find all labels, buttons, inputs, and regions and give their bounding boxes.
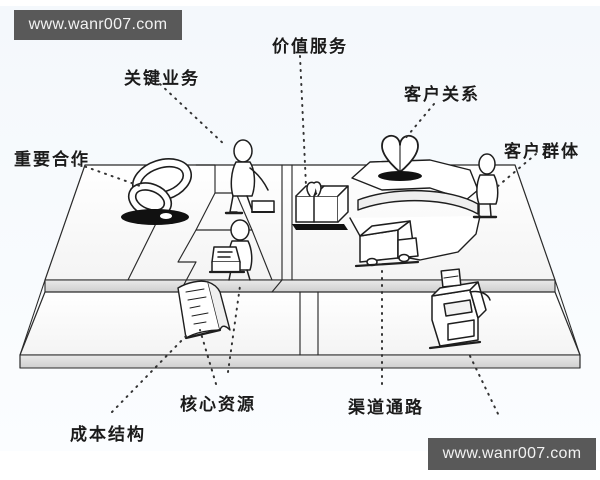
label-value-propositions: 价值服务 <box>272 37 348 57</box>
label-channels: 渠道通路 <box>348 398 424 418</box>
worker-figure-icon <box>224 139 275 215</box>
gift-box-icon <box>292 181 349 230</box>
interlocking-rings-icon <box>121 158 192 225</box>
label-key-resources: 核心资源 <box>180 395 256 415</box>
leader-lines <box>71 55 537 419</box>
invoice-receipt-icon <box>177 280 231 340</box>
customer-person-icon <box>472 153 499 219</box>
machine-worker-icon <box>208 219 253 281</box>
cash-register-icon <box>428 268 491 350</box>
watermark-top: www.wanr007.com <box>14 10 182 40</box>
delivery-truck-icon <box>354 220 420 268</box>
label-cost-structure: 成本结构 <box>70 425 146 445</box>
label-customer-segments: 客户群体 <box>504 142 580 162</box>
label-key-activities: 关键业务 <box>124 69 200 89</box>
label-customer-relationships: 客户关系 <box>404 85 480 105</box>
heart-icon <box>378 134 422 181</box>
label-key-partners: 重要合作 <box>14 150 90 170</box>
watermark-bottom: www.wanr007.com <box>428 438 596 470</box>
